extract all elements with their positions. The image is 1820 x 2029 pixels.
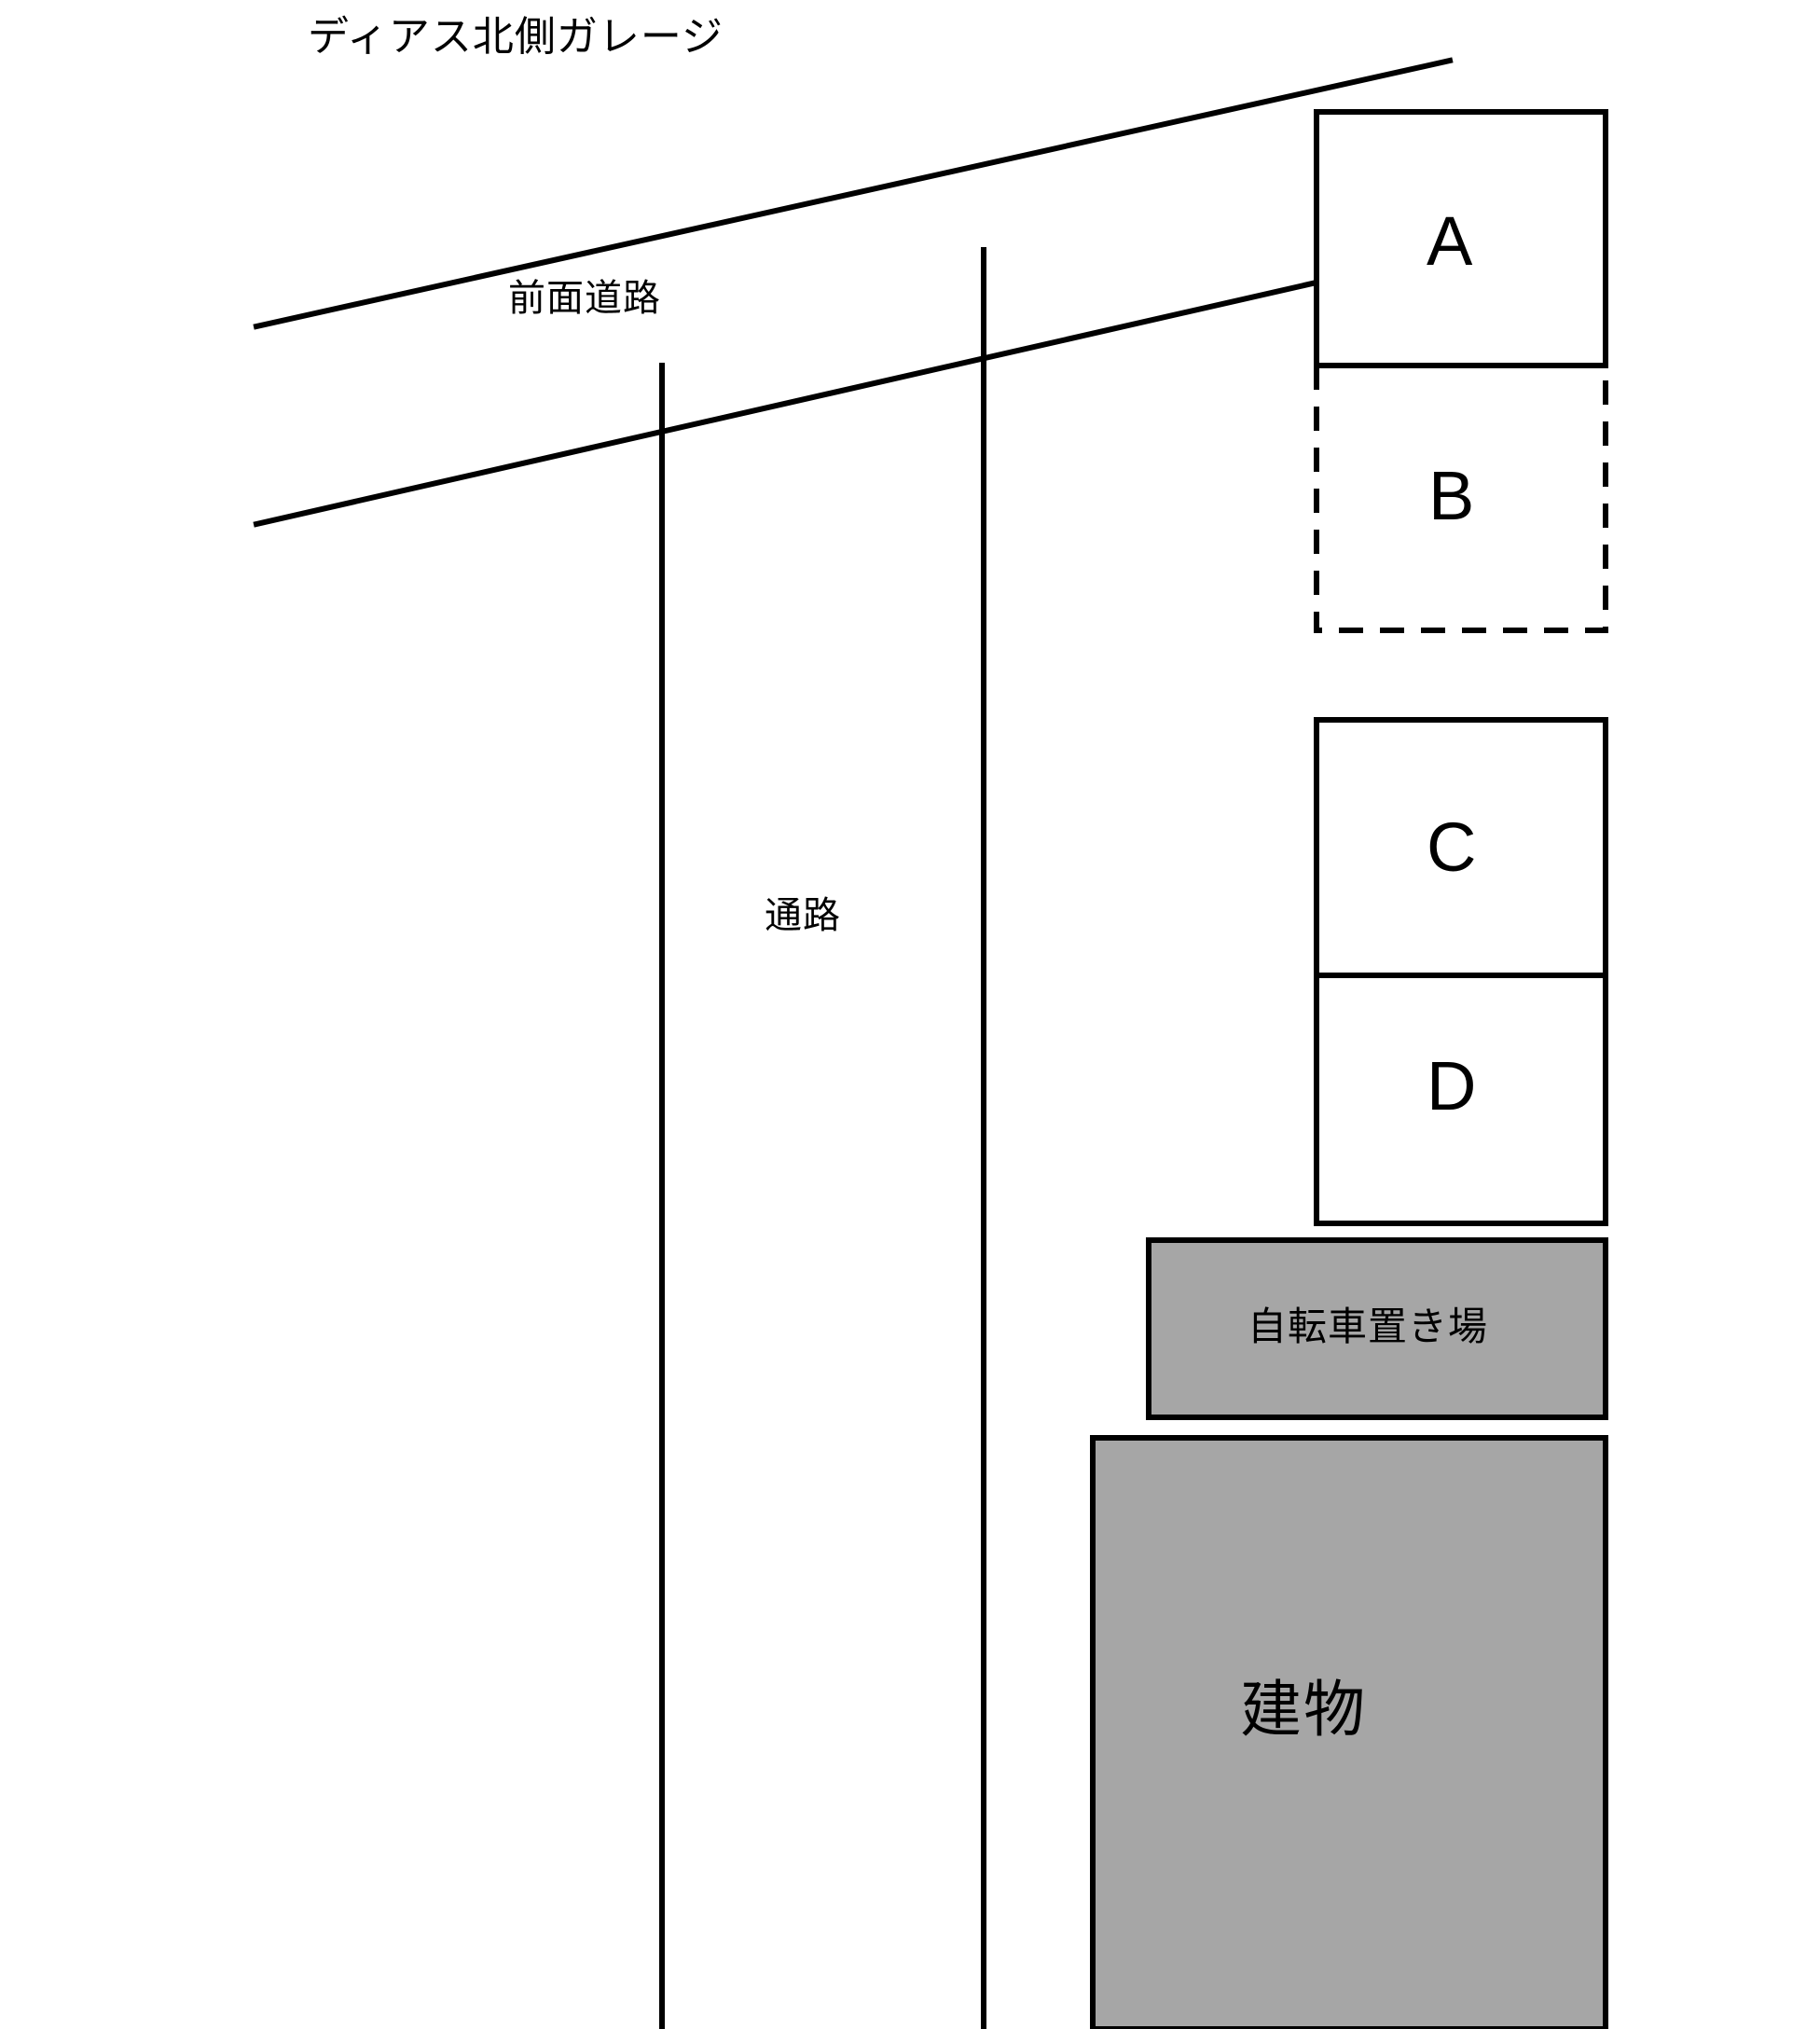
stall-cd-outer-box (1314, 717, 1608, 1226)
bicycle-parking-area (1146, 1237, 1608, 1420)
stall-a-box (1314, 109, 1608, 368)
front-road-lines (253, 57, 1454, 528)
building-label: 建物 (1240, 1675, 1367, 1744)
stall-c-label: C (1427, 808, 1477, 886)
diagram-title: ディアス北側ガレージ (308, 14, 724, 60)
passage-lines (659, 247, 986, 2029)
passage-label: 通路 (765, 895, 841, 936)
stall-a-label: A (1427, 202, 1473, 280)
front-road-lower-edge (253, 276, 1332, 528)
stall-d-label: D (1427, 1047, 1477, 1125)
building-area (1090, 1435, 1608, 2029)
front-road-upper-edge (253, 57, 1454, 330)
front-road-label: 前面道路 (508, 278, 661, 319)
bicycle-parking-label: 自転車置き場 (1248, 1304, 1489, 1348)
stall-b-box (1314, 366, 1608, 633)
stall-b-label: B (1428, 457, 1475, 534)
